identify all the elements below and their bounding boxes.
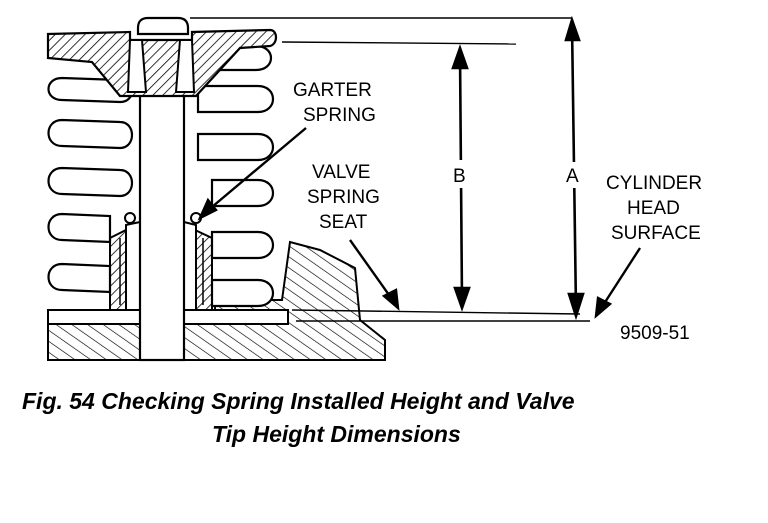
valve-spring-seat-leader	[349, 239, 400, 311]
valve-tip	[136, 16, 190, 36]
valve-spring-seat-label-line1: VALVE	[312, 162, 370, 183]
cylinder-head-surface-leader	[594, 247, 642, 319]
garter-spring-left	[124, 212, 136, 224]
cylinder-head-surface-label-line2: HEAD	[627, 198, 680, 219]
valve-keepers	[126, 39, 196, 93]
cylinder-head-surface-label-line3: SURFACE	[611, 223, 701, 244]
valve-spring-seat-label-line3: SEAT	[319, 212, 368, 233]
dimension-b-label: B	[453, 166, 466, 187]
garter-spring-label-line1: GARTER	[293, 80, 372, 101]
figure-caption-line2: Tip Height Dimensions	[212, 421, 461, 447]
garter-spring-leader	[197, 127, 307, 221]
figure-caption-line1: Fig. 54 Checking Spring Installed Height…	[22, 388, 575, 414]
cylinder-head-surface-label-line1: CYLINDER	[606, 173, 702, 194]
valve-stem	[138, 58, 186, 362]
garter-spring-label-line2: SPRING	[303, 105, 376, 126]
reference-lines	[190, 17, 590, 322]
figure-id: 9509-51	[620, 323, 690, 344]
valve-spring-coils-right	[196, 44, 274, 308]
spring-retainer	[46, 28, 278, 98]
valve-spring-seat-label-line2: SPRING	[307, 187, 380, 208]
dimension-a-label: A	[566, 166, 579, 187]
